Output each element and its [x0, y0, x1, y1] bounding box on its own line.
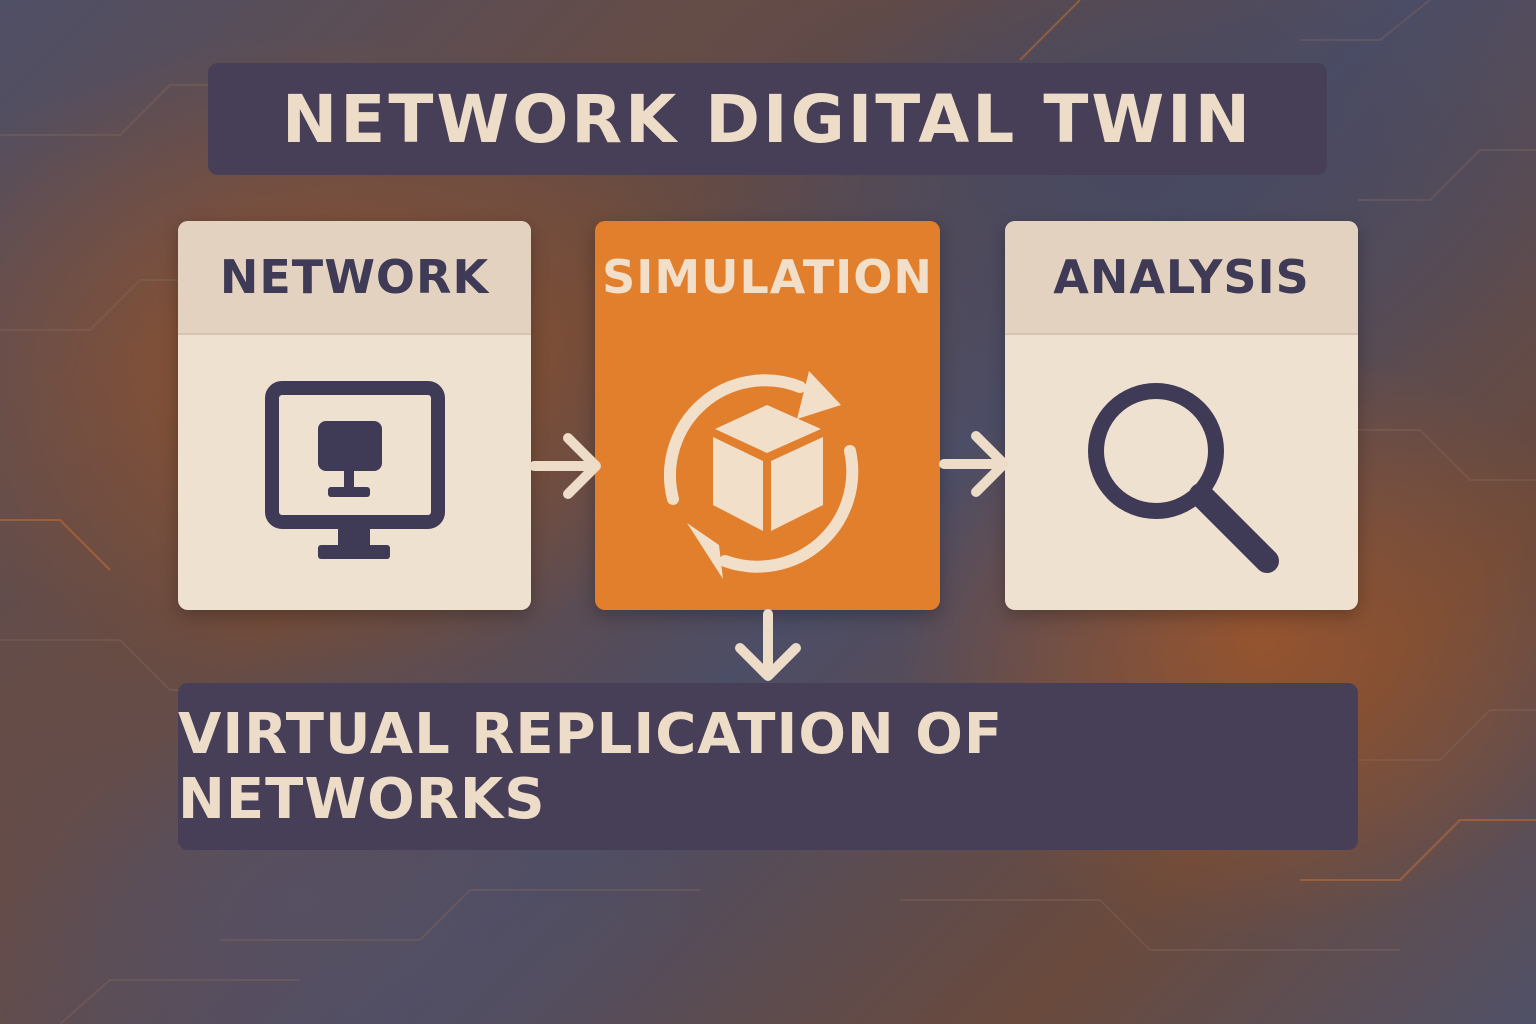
step-label-network: NETWORK [178, 221, 531, 335]
diagram-title: NETWORK DIGITAL TWIN [282, 80, 1253, 158]
step-card-simulation: SIMULATION [595, 221, 940, 610]
arrow-simulation-to-footer-icon [735, 609, 801, 681]
footer-caption: VIRTUAL REPLICATION OF NETWORKS [178, 701, 1004, 832]
footer-banner: VIRTUAL REPLICATION OF NETWORKS [178, 683, 1358, 850]
step-label-analysis: ANALYSIS [1005, 221, 1358, 335]
computer-monitor-icon [265, 381, 445, 559]
step-label-simulation: SIMULATION [602, 250, 933, 304]
magnifying-glass-icon [1088, 383, 1279, 573]
title-banner: NETWORK DIGITAL TWIN [208, 63, 1327, 175]
step-card-network: NETWORK [178, 221, 531, 610]
arrow-simulation-to-analysis-icon [939, 431, 1009, 497]
cube-cycle-icon [664, 371, 859, 579]
step-card-analysis: ANALYSIS [1005, 221, 1358, 610]
arrow-network-to-simulation-icon [529, 433, 601, 499]
